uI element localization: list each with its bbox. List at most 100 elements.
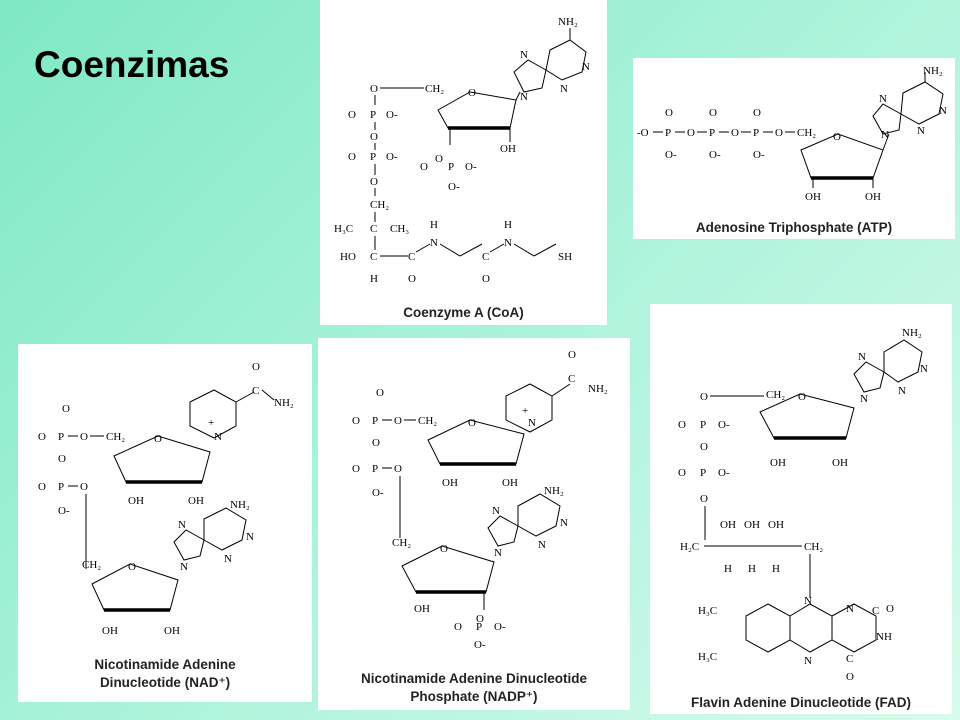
nad-caption-1: Nicotinamide Adenine xyxy=(94,657,236,672)
atom-label: O xyxy=(376,387,384,399)
atom-label: N xyxy=(538,539,546,551)
atom-label: N xyxy=(898,385,906,397)
atom-label: N xyxy=(920,363,928,375)
atom-label: O xyxy=(58,453,66,465)
atom-label: CH₂ xyxy=(370,199,389,211)
atom-label: N xyxy=(492,505,500,517)
atom-label: N xyxy=(939,105,947,117)
atom-label: P xyxy=(58,481,64,493)
atom-label: NH₂ xyxy=(544,485,564,497)
atom-label: OH xyxy=(832,457,848,469)
atom-label: H xyxy=(772,563,780,575)
atom-label: CH₃ xyxy=(390,223,409,235)
atom-label: H₃C xyxy=(698,651,717,663)
atom-label: C xyxy=(408,251,415,263)
atom-label: NH₂ xyxy=(274,397,294,409)
nad-panel: N + C O NH₂ O O P O CH₂ O O P O O- O OH … xyxy=(18,344,312,702)
atom-label: O xyxy=(420,161,428,173)
atom-label: HO xyxy=(340,251,356,263)
atom-label: O xyxy=(468,87,476,99)
atp-structure: -O P O O- O P O O- O P O O- O CH₂ O OH O… xyxy=(637,65,947,203)
atom-label: OH xyxy=(442,477,458,489)
atom-label: N xyxy=(582,61,590,73)
atom-label: O xyxy=(370,83,378,95)
atom-label: H xyxy=(370,273,378,285)
atom-label: NH xyxy=(876,631,892,643)
atom-label: O- xyxy=(753,149,765,161)
atom-label: OH xyxy=(500,143,516,155)
atom-label: O xyxy=(678,467,686,479)
atom-label: H₂C xyxy=(680,541,699,553)
coa-caption: Coenzyme A (CoA) xyxy=(403,305,524,320)
atom-label: O xyxy=(80,481,88,493)
atom-label: O- xyxy=(718,467,730,479)
atom-label: OH xyxy=(164,625,180,637)
atom-label: P xyxy=(665,127,671,139)
atom-label: N xyxy=(528,417,536,429)
atom-label: O xyxy=(731,127,739,139)
atom-label: CH₂ xyxy=(106,431,125,443)
atom-label: + xyxy=(522,405,528,417)
atom-label: O xyxy=(482,273,490,285)
atom-label: N xyxy=(860,393,868,405)
page-title: Coenzimas xyxy=(34,44,230,85)
atom-label: O xyxy=(154,433,162,445)
atom-label: N xyxy=(180,561,188,573)
atom-label: NH₂ xyxy=(230,499,250,511)
atom-label: O- xyxy=(372,487,384,499)
nad-caption-2: Dinucleotide (NAD⁺) xyxy=(99,675,231,690)
atom-label: H xyxy=(748,563,756,575)
atom-label: O xyxy=(38,481,46,493)
atom-label: P xyxy=(700,467,706,479)
atom-label: CH₂ xyxy=(766,389,785,401)
atom-label: O xyxy=(352,415,360,427)
atom-label: C xyxy=(872,605,879,617)
atom-label: N xyxy=(504,237,512,249)
atom-label: CH₂ xyxy=(425,83,444,95)
atom-label: H xyxy=(724,563,732,575)
atom-label: C xyxy=(370,251,377,263)
atom-label: N xyxy=(560,83,568,95)
atom-label: N xyxy=(494,547,502,559)
atom-label: O xyxy=(468,417,476,429)
atom-label: O xyxy=(348,151,356,163)
nad-structure: N + C O NH₂ O O P O CH₂ O O P O O- O OH … xyxy=(38,361,294,637)
atom-label: O- xyxy=(386,109,398,121)
atom-label: N xyxy=(804,655,812,667)
atom-label: O xyxy=(408,273,416,285)
atom-label: N xyxy=(917,125,925,137)
atom-label: O xyxy=(476,613,484,625)
atom-label: NH₂ xyxy=(923,65,943,77)
atom-label: CH₂ xyxy=(392,537,411,549)
atom-label: O xyxy=(709,107,717,119)
atom-label: O xyxy=(753,107,761,119)
atom-label: CH₂ xyxy=(804,541,823,553)
atom-label: N xyxy=(560,517,568,529)
atom-label: O xyxy=(687,127,695,139)
fad-caption: Flavin Adenine Dinucleotide (FAD) xyxy=(690,695,911,710)
fad-panel: NH₂ N N N N O CH₂ OH OH O O P O- O O P O… xyxy=(650,304,952,714)
atom-label: O xyxy=(80,431,88,443)
atom-label: P xyxy=(370,151,376,163)
atom-label: H xyxy=(430,219,438,231)
atp-caption: Adenosine Triphosphate (ATP) xyxy=(695,220,893,235)
atom-label: O- xyxy=(474,639,486,651)
atom-label: + xyxy=(208,417,214,429)
coa-structure: NH₂ N N N N O OH O O P O- O- CH₂ O O P O… xyxy=(334,16,590,285)
atom-label: NH₂ xyxy=(902,327,922,339)
atom-label: O xyxy=(394,415,402,427)
nadp-caption-2: Phosphate (NADP⁺) xyxy=(410,689,538,704)
atom-label: NH₂ xyxy=(588,383,608,395)
atom-label: O xyxy=(370,131,378,143)
atom-label: OH xyxy=(865,191,881,203)
atom-label: OH xyxy=(188,495,204,507)
atom-label: C xyxy=(568,373,575,385)
atom-label: N xyxy=(804,595,812,607)
atom-label: H xyxy=(504,219,512,231)
atom-label: P xyxy=(58,431,64,443)
atom-label: O xyxy=(348,109,356,121)
atom-label: O xyxy=(798,391,806,403)
atom-label: O xyxy=(394,463,402,475)
nadp-panel: N + C O NH₂ O O P O CH₂ O O P O O- O OH … xyxy=(318,338,630,710)
atom-label: NH₂ xyxy=(558,16,578,28)
